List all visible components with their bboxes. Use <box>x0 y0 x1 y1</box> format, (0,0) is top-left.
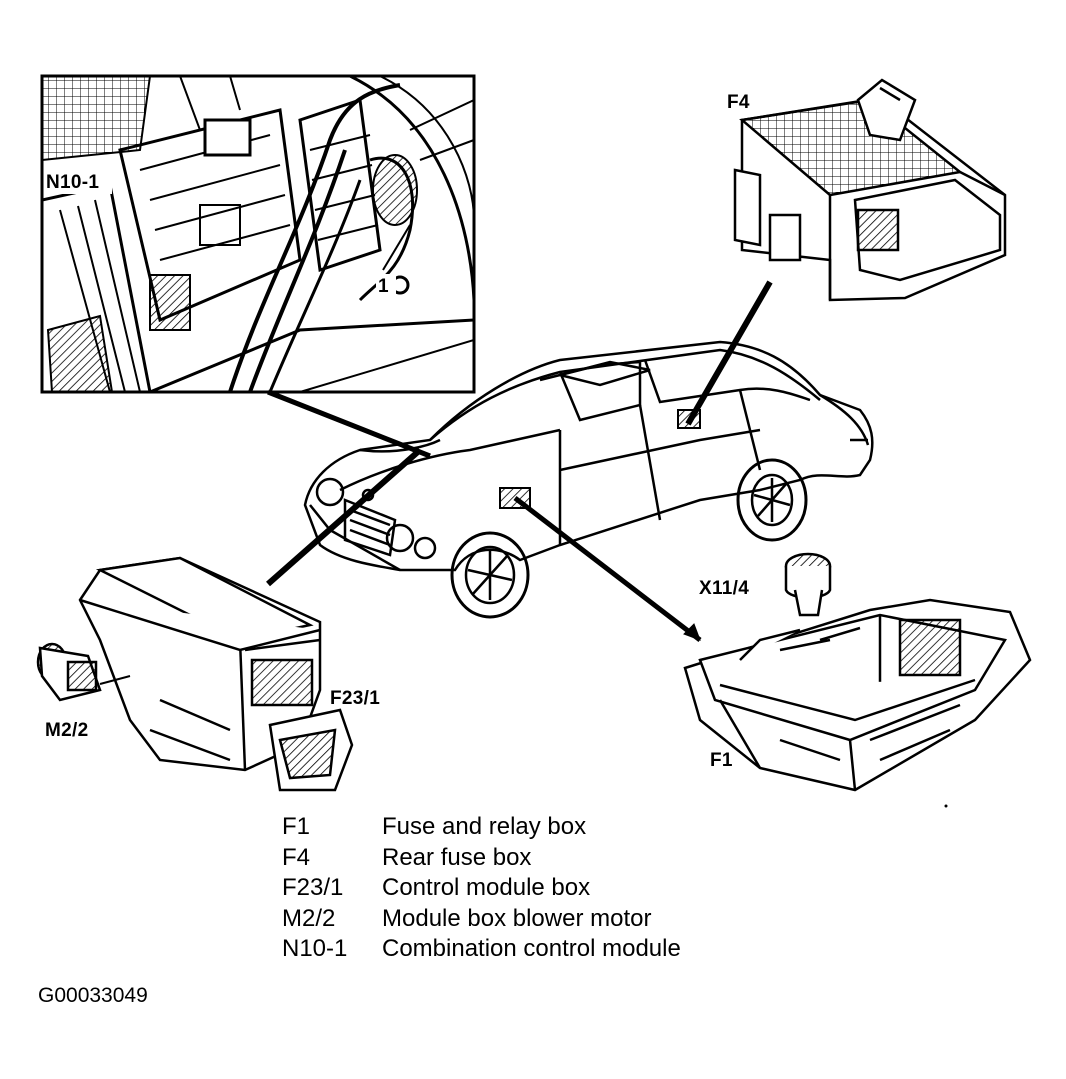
engine-compartment-inset <box>40 74 476 394</box>
label-f1: F1 <box>710 750 733 771</box>
legend-row: F23/1 Control module box <box>282 873 681 904</box>
legend-row: N10-1 Combination control module <box>282 934 681 965</box>
legend-description: Rear fuse box <box>382 843 532 871</box>
legend-code: F23/1 <box>282 874 344 902</box>
figure-id: G00033049 <box>38 984 148 1007</box>
label-f23-1: F23/1 <box>330 688 381 709</box>
legend-description: Combination control module <box>382 935 681 963</box>
legend-description: Module box blower motor <box>382 904 652 932</box>
rear-fuse-box <box>733 78 1007 302</box>
fuse-relay-box <box>683 598 1032 792</box>
legend-code: M2/2 <box>282 904 336 932</box>
label-1: 1 <box>378 276 389 297</box>
label-f4: F4 <box>727 92 750 113</box>
blower-motor <box>36 642 131 702</box>
connector-x11-4 <box>784 552 832 617</box>
legend-row: F4 Rear fuse box <box>282 843 681 874</box>
legend-row: F1 Fuse and relay box <box>282 812 681 843</box>
legend-code: N10-1 <box>282 935 348 963</box>
legend-description: Control module box <box>382 874 591 902</box>
label-m2-2: M2/2 <box>45 720 89 741</box>
legend-row: M2/2 Module box blower motor <box>282 904 681 935</box>
legend-code: F1 <box>282 813 311 841</box>
legend-description: Fuse and relay box <box>382 813 587 841</box>
car-illustration <box>303 340 874 619</box>
legend: F1 Fuse and relay box F4 Rear fuse box F… <box>282 812 681 965</box>
label-n10-1: N10-1 <box>46 172 100 193</box>
leader-lines <box>266 280 773 642</box>
legend-code: F4 <box>282 843 311 871</box>
label-x11-4: X11/4 <box>699 578 750 599</box>
control-module-box <box>78 556 354 792</box>
